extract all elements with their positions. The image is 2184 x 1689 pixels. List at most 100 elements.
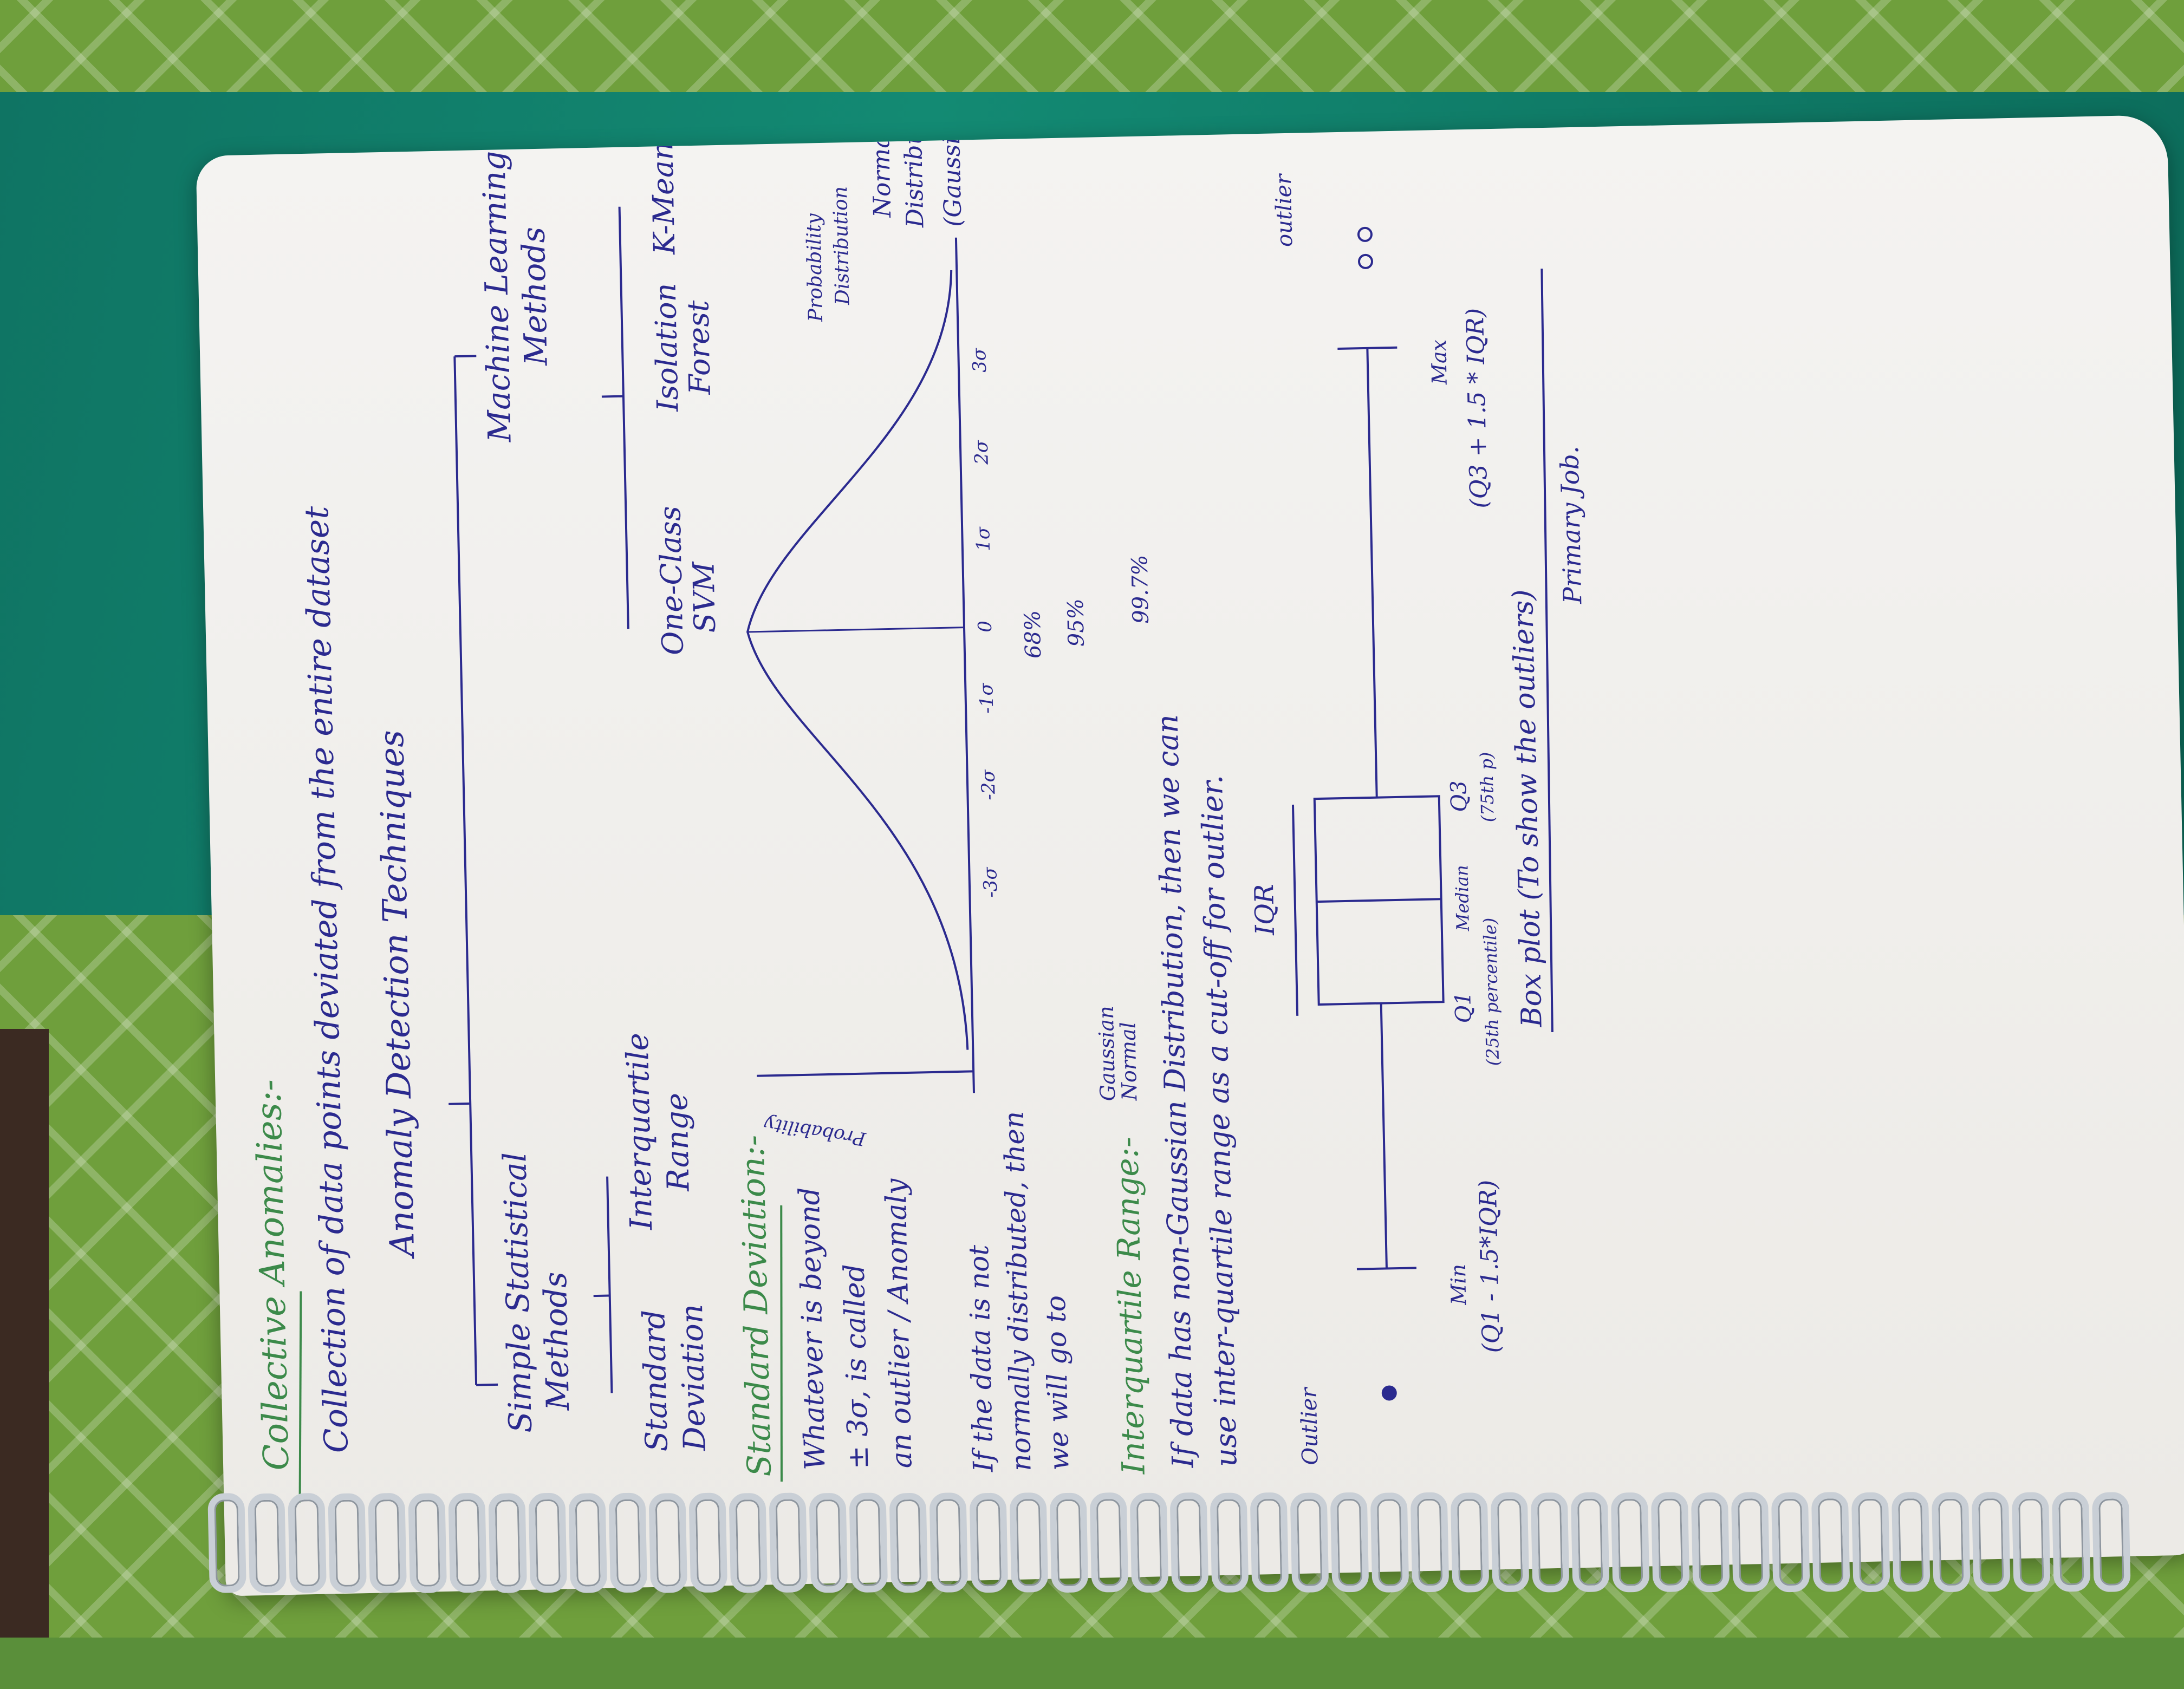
- spiral-ring: [1009, 1492, 1049, 1593]
- right-whisker-cap: [1337, 346, 1398, 350]
- spiral-ring: [688, 1492, 728, 1593]
- max-label: Max: [1427, 340, 1452, 386]
- outlier-point-right-1: [1357, 253, 1373, 269]
- spiral-ring: [1129, 1492, 1169, 1593]
- tick-pos1: 1σ: [972, 526, 994, 551]
- not-normal-1: If the data is not: [963, 1244, 999, 1473]
- spiral-ring: [1370, 1492, 1409, 1593]
- spiral-ring: [1530, 1492, 1570, 1593]
- spiral-ring: [729, 1492, 768, 1593]
- q3-label: Q3: [1446, 780, 1472, 812]
- spiral-ring: [1210, 1492, 1249, 1593]
- min-label: Min: [1446, 1264, 1471, 1306]
- notebook: Collective Anomalies:- Collection of dat…: [146, 77, 2184, 1668]
- bell-center-line: [748, 627, 965, 633]
- branch-left-2: Methods: [537, 1271, 576, 1412]
- spiral-ring: [568, 1492, 608, 1593]
- right-sub-branch: [618, 206, 629, 629]
- not-normal-2: normally distributed, then: [998, 1111, 1037, 1471]
- sub-left-2a: Interquartile: [620, 1033, 660, 1231]
- spiral-ring: [408, 1492, 447, 1593]
- normal-3: (Gaussian): [937, 115, 967, 227]
- right-sub-stem: [601, 395, 623, 398]
- spiral-ring: [1490, 1492, 1530, 1593]
- iqr-label: IQR: [1249, 884, 1280, 936]
- tick-zero: 0: [974, 621, 996, 632]
- spiral-ring: [528, 1492, 568, 1593]
- min-formula: (Q1 - 1.5*IQR): [1474, 1179, 1506, 1353]
- spiral-ring: [2051, 1491, 2091, 1592]
- spiral-ring: [1410, 1492, 1450, 1593]
- spiral-ring: [1811, 1491, 1850, 1593]
- techniques-title: Anomaly Detection Techniques: [372, 729, 422, 1260]
- q1-sub: (25th percentile): [1479, 917, 1503, 1066]
- spiral-ring: [328, 1492, 367, 1593]
- iqr-span-line: [1291, 804, 1299, 1016]
- iqr-text-1: If data has non-Gaussian Distribution, t…: [1150, 714, 1200, 1469]
- outlier-point-left: [1381, 1385, 1397, 1401]
- boxplot-underline: [1540, 269, 1554, 1033]
- bell-y-axis: [757, 1070, 974, 1077]
- spiral-ring: [1771, 1491, 1810, 1593]
- spiral-ring: [448, 1492, 487, 1593]
- spiral-ring: [2091, 1491, 2131, 1592]
- spiral-ring: [288, 1492, 327, 1594]
- q3-sub: (75th p): [1476, 752, 1498, 823]
- spiral-ring: [1290, 1492, 1329, 1593]
- spiral-ring: [1610, 1492, 1650, 1593]
- normal-2: Distribution: [899, 115, 929, 229]
- sd-text-3: an outlier / Anomaly: [880, 1178, 918, 1469]
- spiral-ring: [1891, 1491, 1930, 1593]
- sub-right-3: K-Mean: [645, 141, 681, 256]
- handwritten-notes: Collective Anomalies:- Collection of dat…: [249, 115, 1587, 1503]
- branch-right-1: Machine Learning: [475, 151, 518, 443]
- bell-ticks: -3σ -2σ -1σ 0 1σ 2σ 3σ: [968, 348, 1002, 898]
- not-normal-3: we will go to: [1040, 1295, 1075, 1471]
- spiral-ring: [608, 1492, 648, 1593]
- boxplot-note: Box plot (To show the outliers): [1507, 589, 1549, 1028]
- q1-label: Q1: [1451, 992, 1476, 1023]
- heading-collective: Collective Anomalies:-: [249, 1079, 297, 1471]
- spiral-ring: [849, 1492, 888, 1593]
- sub-right-2b: Forest: [681, 300, 717, 396]
- max-formula: (Q3 + 1.5 * IQR): [1461, 308, 1493, 508]
- left-whisker: [1380, 1003, 1388, 1269]
- tick-pos3: 3σ: [968, 348, 991, 373]
- spiral-ring: [368, 1492, 407, 1593]
- sd-underline: [780, 1205, 783, 1482]
- bell-curve: [746, 270, 969, 1050]
- spiral-ring: [248, 1492, 287, 1594]
- left-whisker-cap: [1356, 1267, 1416, 1270]
- spiral-ring: [1650, 1491, 1690, 1593]
- tick-neg3: -3σ: [979, 866, 1002, 898]
- y-axis-label: Probability: [762, 1113, 868, 1150]
- heading-iqr: Interquartile Range:-: [1108, 1137, 1152, 1475]
- bell-x-axis: [954, 237, 975, 1093]
- left-sub-branch: [606, 1176, 613, 1393]
- notebook-spiral: [197, 1441, 2184, 1688]
- sub-right-2a: Isolation: [648, 283, 685, 413]
- spiral-ring: [1971, 1491, 2011, 1592]
- iqr-text-2: use inter-quartile range as a cut-off fo…: [1195, 774, 1244, 1467]
- spiral-ring: [207, 1492, 247, 1594]
- sub-right-1b: SVM: [686, 560, 722, 633]
- heading-sd: Standard Deviation:-: [734, 1134, 779, 1477]
- heading-underline: [298, 1291, 302, 1503]
- spiral-ring: [2011, 1491, 2051, 1592]
- spiral-ring: [1330, 1492, 1369, 1593]
- sub-left-1b: Deviation: [674, 1304, 713, 1452]
- spiral-ring: [648, 1492, 688, 1593]
- line-collection: Collection of data points deviated from …: [298, 505, 356, 1453]
- outlier-right-label: outlier: [1271, 172, 1298, 247]
- pct-997: 99.7%: [1127, 555, 1154, 624]
- spiral-ring: [889, 1492, 928, 1593]
- branch-left-1: Simple Statistical: [496, 1152, 539, 1433]
- gaussian-note-2: Normal: [1116, 1022, 1141, 1101]
- notebook-page: Collective Anomalies:- Collection of dat…: [196, 114, 2184, 1596]
- primary-job: Primary Job.: [1555, 446, 1587, 605]
- tick-neg2: -2σ: [977, 769, 999, 800]
- sub-left-1a: Standard: [636, 1309, 674, 1452]
- sub-left-2b: Range: [659, 1092, 697, 1192]
- table-edge: [0, 1029, 49, 1638]
- box-median-line: [1316, 898, 1441, 903]
